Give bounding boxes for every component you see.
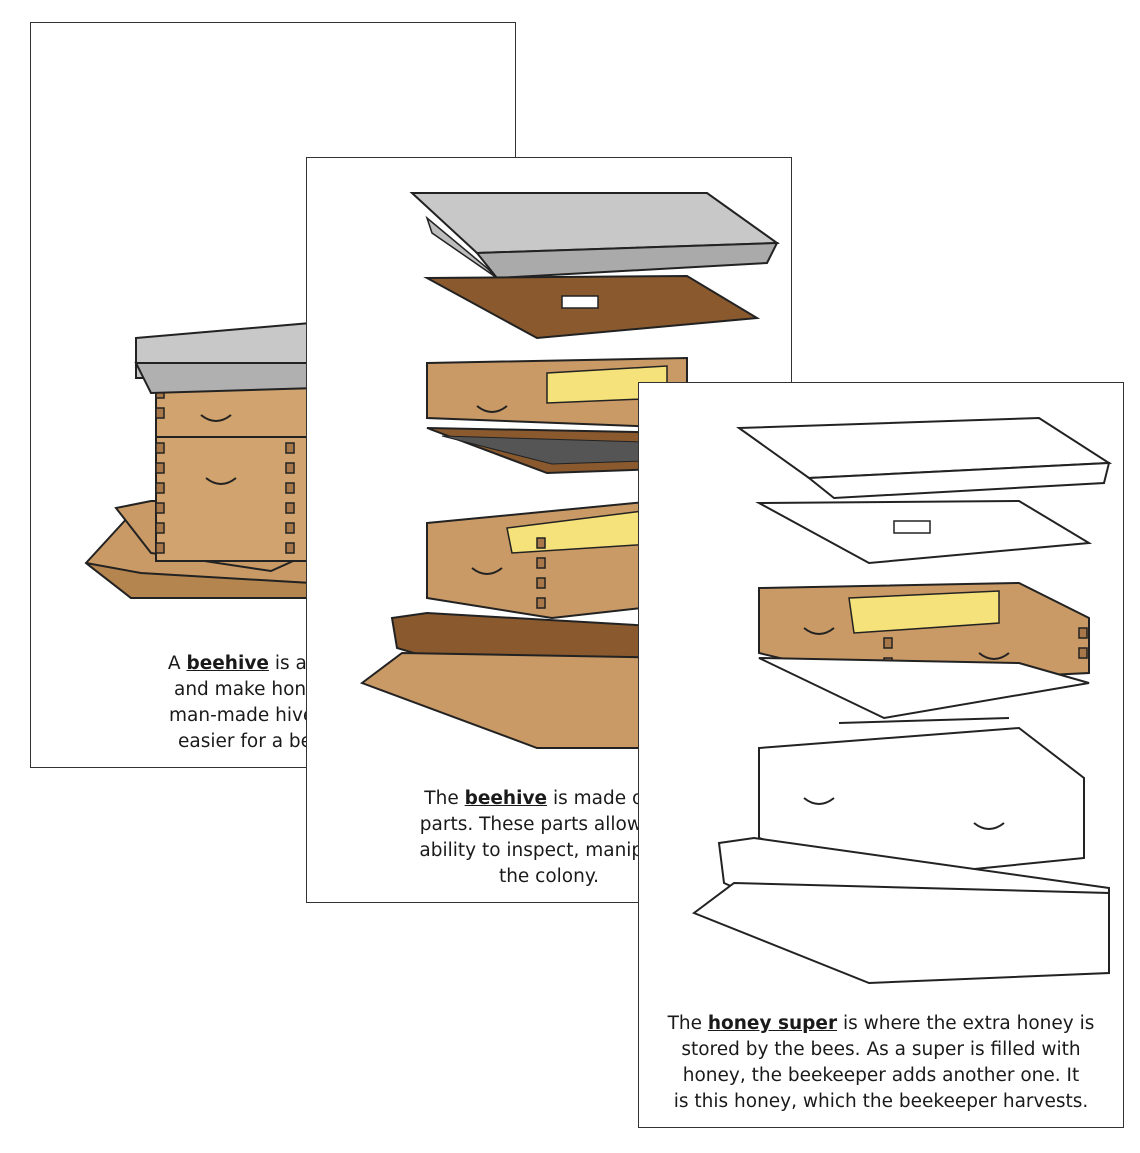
caption-line: The honey super is where the extra honey… bbox=[667, 1013, 1095, 1034]
card-honey-super: The honey super is where the extra honey… bbox=[638, 382, 1124, 1128]
honey-super-illustration bbox=[691, 416, 1113, 985]
term-beehive: beehive bbox=[186, 653, 269, 674]
caption-card-3: The honey super is where the extra honey… bbox=[659, 1011, 1103, 1115]
caption-line: the colony. bbox=[498, 866, 600, 887]
caption-line: is this honey, which the beekeeper harve… bbox=[673, 1091, 1089, 1112]
caption-line: parts. These parts allow the bbox=[419, 814, 679, 835]
beehive-exploded-illustration bbox=[359, 192, 780, 749]
caption-line: ability to inspect, manipulat bbox=[419, 840, 679, 861]
term-honey-super: honey super bbox=[707, 1013, 838, 1034]
caption-line: stored by the bees. As a super is filled… bbox=[681, 1039, 1081, 1060]
caption-card-2: The beehive is made of m parts. These pa… bbox=[327, 786, 771, 890]
beehive-assembled-illustration bbox=[84, 321, 318, 599]
caption-line: honey, the beekeeper adds another one. I… bbox=[682, 1065, 1080, 1086]
term-beehive: beehive bbox=[464, 788, 548, 809]
